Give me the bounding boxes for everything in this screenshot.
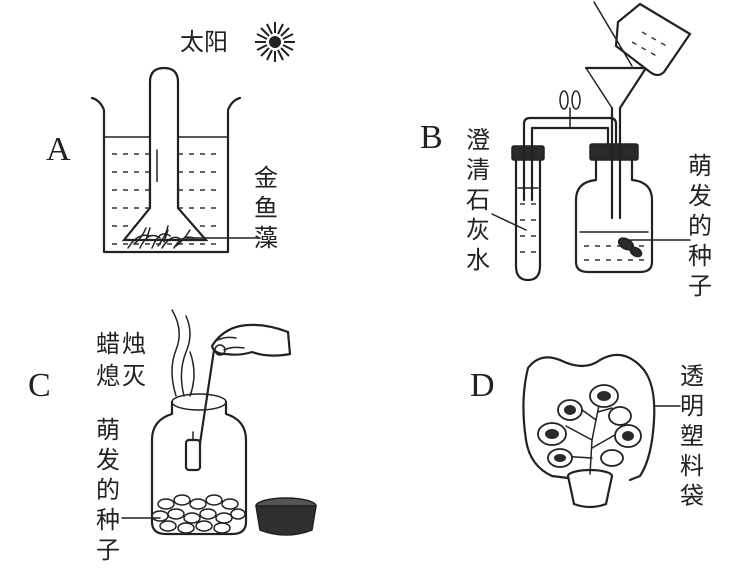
bag-char-5: 袋: [680, 482, 704, 510]
panel-b: B 澄 清 石 灰 水: [420, 1, 720, 300]
bag-char-4: 料: [680, 452, 704, 480]
limewater-char-1: 澄: [466, 126, 490, 154]
hand: [210, 323, 292, 357]
limewater-char-4: 灰: [466, 216, 490, 244]
bag-char-2: 明: [680, 392, 704, 420]
panel-a: A 太阳: [46, 22, 295, 254]
jar: [150, 393, 248, 536]
seeds-b-char-2: 发: [688, 182, 712, 210]
smoke: [171, 309, 195, 397]
limewater-tube: [511, 145, 545, 282]
sun-icon: [255, 22, 295, 62]
seeds-c-char-2: 发: [96, 446, 120, 474]
panel-b-letter: B: [420, 119, 443, 156]
bag-label: 透 明 塑 料 袋: [680, 362, 712, 510]
panel-a-letter: A: [46, 131, 71, 168]
jar-lid: [255, 497, 317, 536]
plant-label-char-1: 金: [254, 164, 278, 192]
seeds-c-char-4: 种: [96, 506, 120, 534]
panel-c: C 蜡 烛 熄 灭: [28, 309, 317, 564]
flask: [574, 143, 654, 274]
plant-label-char-2: 鱼: [254, 194, 278, 222]
panel-d: D: [470, 353, 712, 510]
sun-label: 太阳: [180, 28, 228, 56]
candle-char-1: 蜡: [96, 330, 120, 358]
panel-c-letter: C: [28, 367, 51, 404]
limewater-char-3: 石: [466, 186, 490, 214]
seeds-c-char-3: 的: [96, 476, 120, 504]
seeds-b-char-3: 的: [688, 212, 712, 240]
seeds-c-char-1: 萌: [96, 416, 120, 444]
panel-d-letter: D: [470, 367, 495, 404]
limewater-label: 澄 清 石 灰 水: [466, 126, 498, 274]
seeds-label-c: 萌 发 的 种 子: [96, 416, 128, 564]
plant-label-char-3: 藻: [254, 224, 278, 252]
plastic-bag: [522, 353, 656, 482]
seeds-label-b: 萌 发 的 种 子: [688, 152, 720, 300]
plant-label: 金 鱼 藻: [254, 164, 286, 252]
bag-char-1: 透: [680, 362, 704, 390]
potted-plant: [537, 384, 642, 475]
candle-char-2: 烛: [122, 330, 146, 358]
seeds-b-char-4: 种: [688, 242, 712, 270]
tube-clip-icon: [559, 90, 581, 129]
candle-label: 蜡 烛 熄 灭: [96, 330, 154, 390]
candle: [184, 431, 202, 472]
limewater-char-5: 水: [466, 246, 490, 274]
limewater-char-2: 清: [466, 156, 490, 184]
seeds-b-char-1: 萌: [688, 152, 712, 180]
jar-seeds: [151, 494, 246, 534]
candle-char-3: 熄: [96, 362, 120, 390]
bag-char-3: 塑: [680, 422, 704, 450]
aquatic-plant: [127, 225, 195, 249]
candle-char-4: 灭: [122, 362, 146, 390]
pouring-beaker: [593, 1, 692, 77]
seeds-c-char-5: 子: [96, 536, 120, 564]
limewater-leader-line: [491, 213, 527, 231]
seeds-b-char-5: 子: [688, 272, 712, 300]
plant-pot: [566, 468, 614, 509]
funnel-tube: [584, 66, 648, 220]
